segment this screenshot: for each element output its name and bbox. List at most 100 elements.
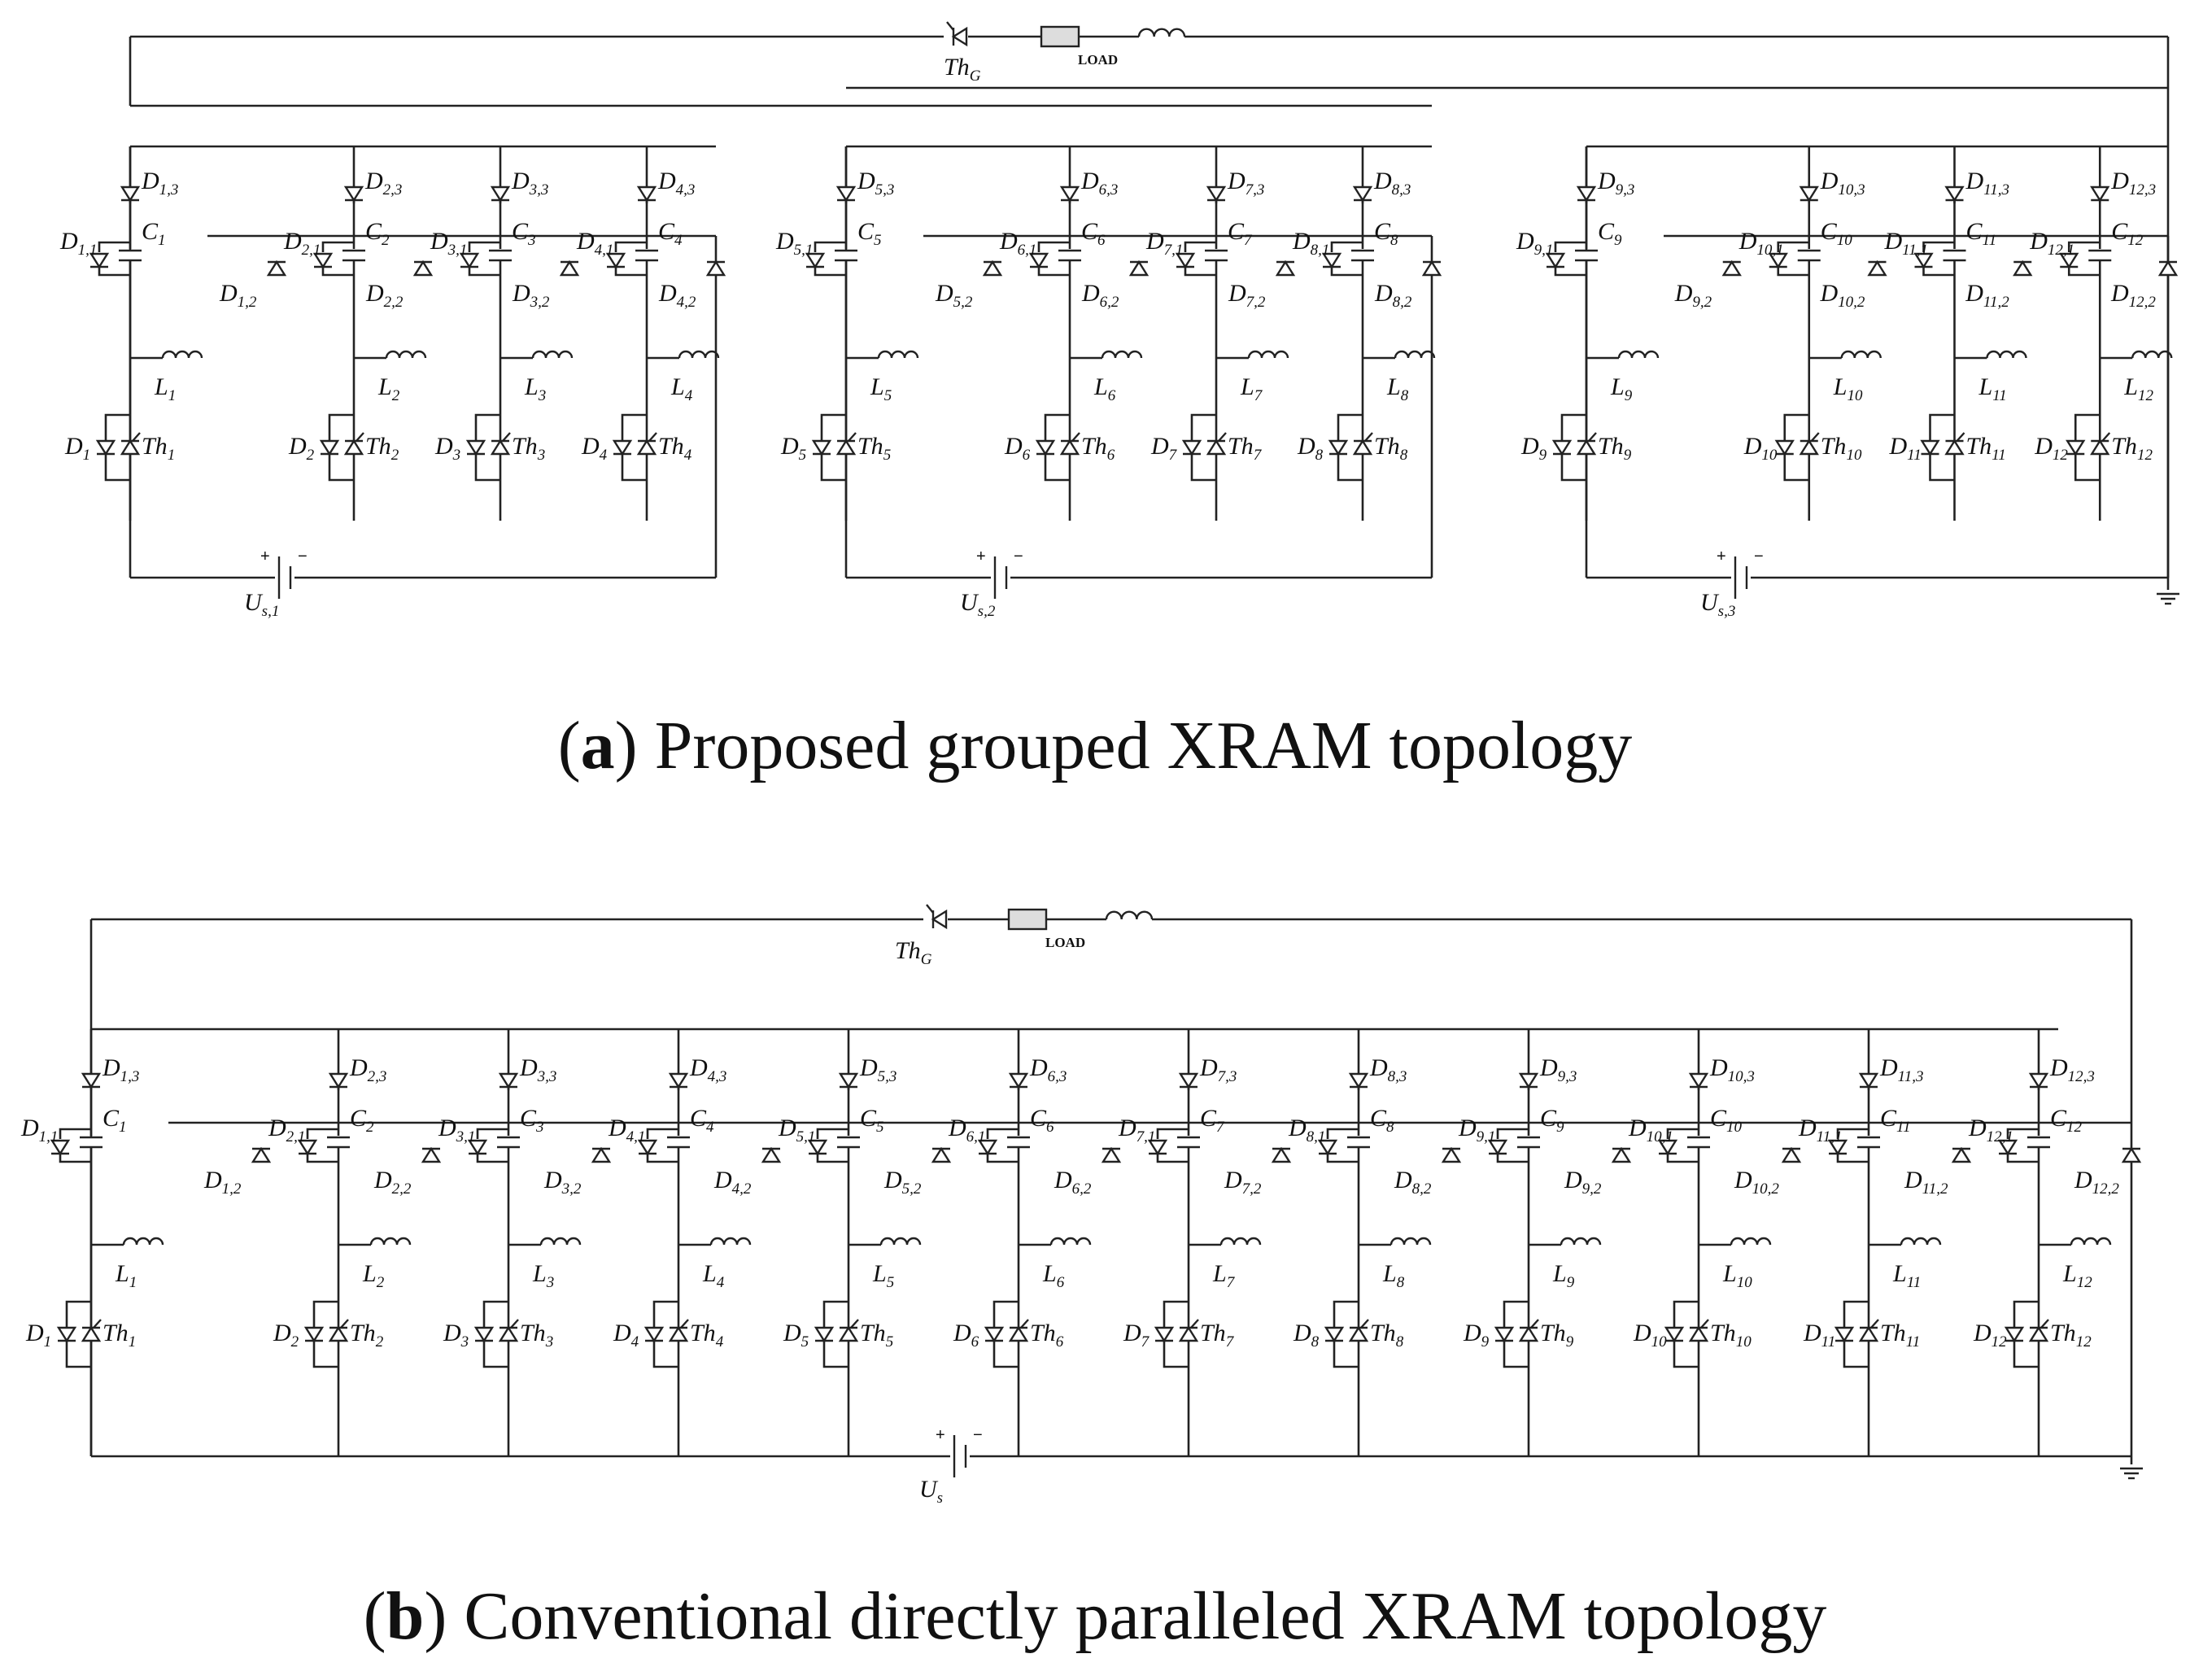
inductor-5 — [879, 1237, 922, 1246]
label-d-10-3: D10,3 — [1820, 168, 1865, 199]
diode-triangle — [2157, 260, 2179, 277]
diode-triangle — [1867, 260, 1887, 277]
caption-b-letter: b — [386, 1578, 425, 1654]
thyristor-7 — [1206, 432, 1227, 456]
capacitor-gap — [2027, 1137, 2050, 1148]
wire — [1922, 267, 1955, 277]
diode-7 — [1154, 1326, 1175, 1343]
label-d-5-3: D5,3 — [859, 1054, 897, 1085]
thyristor-7 — [1178, 1319, 1199, 1342]
diode-triangle — [811, 439, 832, 456]
label-d-6-1: D6,1 — [999, 228, 1036, 259]
diode-triangle — [1487, 1139, 1508, 1156]
label-d-12-2: D12,2 — [2074, 1167, 2119, 1198]
thyristor-gate — [648, 432, 657, 442]
wire — [2006, 1154, 2039, 1163]
label-d-12-1: D12,1 — [2029, 228, 2074, 259]
wire — [816, 1128, 849, 1139]
diode-triangle — [89, 252, 110, 269]
diode-1-2 — [266, 260, 287, 277]
label-d-10-2: D10,2 — [1734, 1167, 1779, 1198]
diode-triangle — [2059, 252, 2079, 269]
label-d-1-2: D1,2 — [203, 1167, 242, 1198]
diode-triangle — [1028, 252, 1049, 269]
wire — [59, 1128, 91, 1139]
label-l-3: L3 — [524, 373, 546, 404]
label-c-12: C12 — [2050, 1105, 2083, 1136]
diode-triangle — [473, 1326, 495, 1343]
diode-7 — [1181, 439, 1202, 456]
capacitor-gap — [1517, 1137, 1540, 1148]
diode-triangle — [1175, 252, 1196, 269]
capacitor-3 — [489, 249, 512, 262]
diode-4 — [612, 439, 633, 456]
diode-triangle — [805, 252, 826, 269]
thyristor-gate — [93, 1319, 102, 1329]
diode-9-2 — [1721, 260, 1742, 277]
thyristor-gate — [1530, 1319, 1539, 1329]
diode-12-3 — [2090, 185, 2110, 203]
caption-b-text: Conventional directly paralleled XRAM to… — [464, 1578, 1827, 1654]
diode-4-2 — [705, 260, 726, 277]
wire — [1184, 267, 1216, 277]
polarity-plus: + — [1717, 548, 1726, 565]
diode-triangle — [343, 439, 364, 456]
label-th-10: Th10 — [1821, 433, 1862, 464]
diode-7-2 — [1275, 260, 1296, 277]
thyristor-gate — [1588, 432, 1597, 442]
thyristor-3 — [490, 432, 511, 456]
label-c-9: C9 — [1598, 218, 1622, 249]
wire — [814, 241, 846, 252]
diode-triangle — [1781, 1146, 1802, 1163]
diode-2-2 — [412, 260, 434, 277]
diode-triangle — [807, 1139, 828, 1156]
label-th-6: Th6 — [1081, 433, 1115, 464]
diode-triangle — [266, 260, 287, 277]
label-th-9: Th9 — [1540, 1320, 1574, 1351]
diode-triangle — [636, 185, 657, 203]
wire — [1666, 1128, 1699, 1139]
diode-9-3 — [1576, 185, 1597, 203]
label-th-4: Th4 — [690, 1320, 724, 1351]
diode-triangle — [951, 26, 968, 47]
label-d-8-1: D8,1 — [1292, 228, 1329, 259]
wire — [2067, 267, 2101, 277]
diode-triangle — [1008, 1325, 1029, 1342]
diode-1 — [56, 1326, 77, 1343]
label-d-5: D5 — [780, 433, 806, 464]
label-d-6-2: D6,2 — [1054, 1167, 1092, 1198]
label-d-10-2: D10,2 — [1820, 280, 1865, 311]
capacitor-1 — [119, 249, 142, 262]
diode-8-2 — [1441, 1146, 1462, 1163]
load-inductor — [1105, 910, 1154, 920]
diode-triangle — [1494, 1326, 1515, 1343]
diode-triangle — [328, 1325, 349, 1342]
label-d-11-2: D11,2 — [1904, 1167, 1948, 1198]
thyristor-11 — [1944, 432, 1965, 456]
diode-triangle — [319, 439, 340, 456]
diode-triangle — [559, 260, 580, 277]
label-d-10-1: D10,1 — [1628, 1115, 1673, 1145]
label-l-5: L5 — [870, 373, 892, 404]
label-d-11-3: D11,3 — [1879, 1054, 1924, 1085]
inductor-8 — [1394, 350, 1436, 359]
label-l-6: L6 — [1042, 1260, 1065, 1291]
diode-triangle — [1348, 1072, 1369, 1089]
diode-8-3 — [1352, 185, 1373, 203]
diode-triangle — [668, 1072, 689, 1089]
capacitor-8 — [1351, 249, 1374, 262]
diode-triangle — [1834, 1326, 1855, 1343]
diode-7-3 — [1206, 185, 1227, 203]
capacitor-8 — [1347, 1136, 1370, 1149]
label-d-11: D11 — [1803, 1320, 1835, 1351]
diode-triangle — [303, 1326, 325, 1343]
capacitor-6 — [1058, 249, 1081, 262]
diode-triangle — [1275, 260, 1296, 277]
